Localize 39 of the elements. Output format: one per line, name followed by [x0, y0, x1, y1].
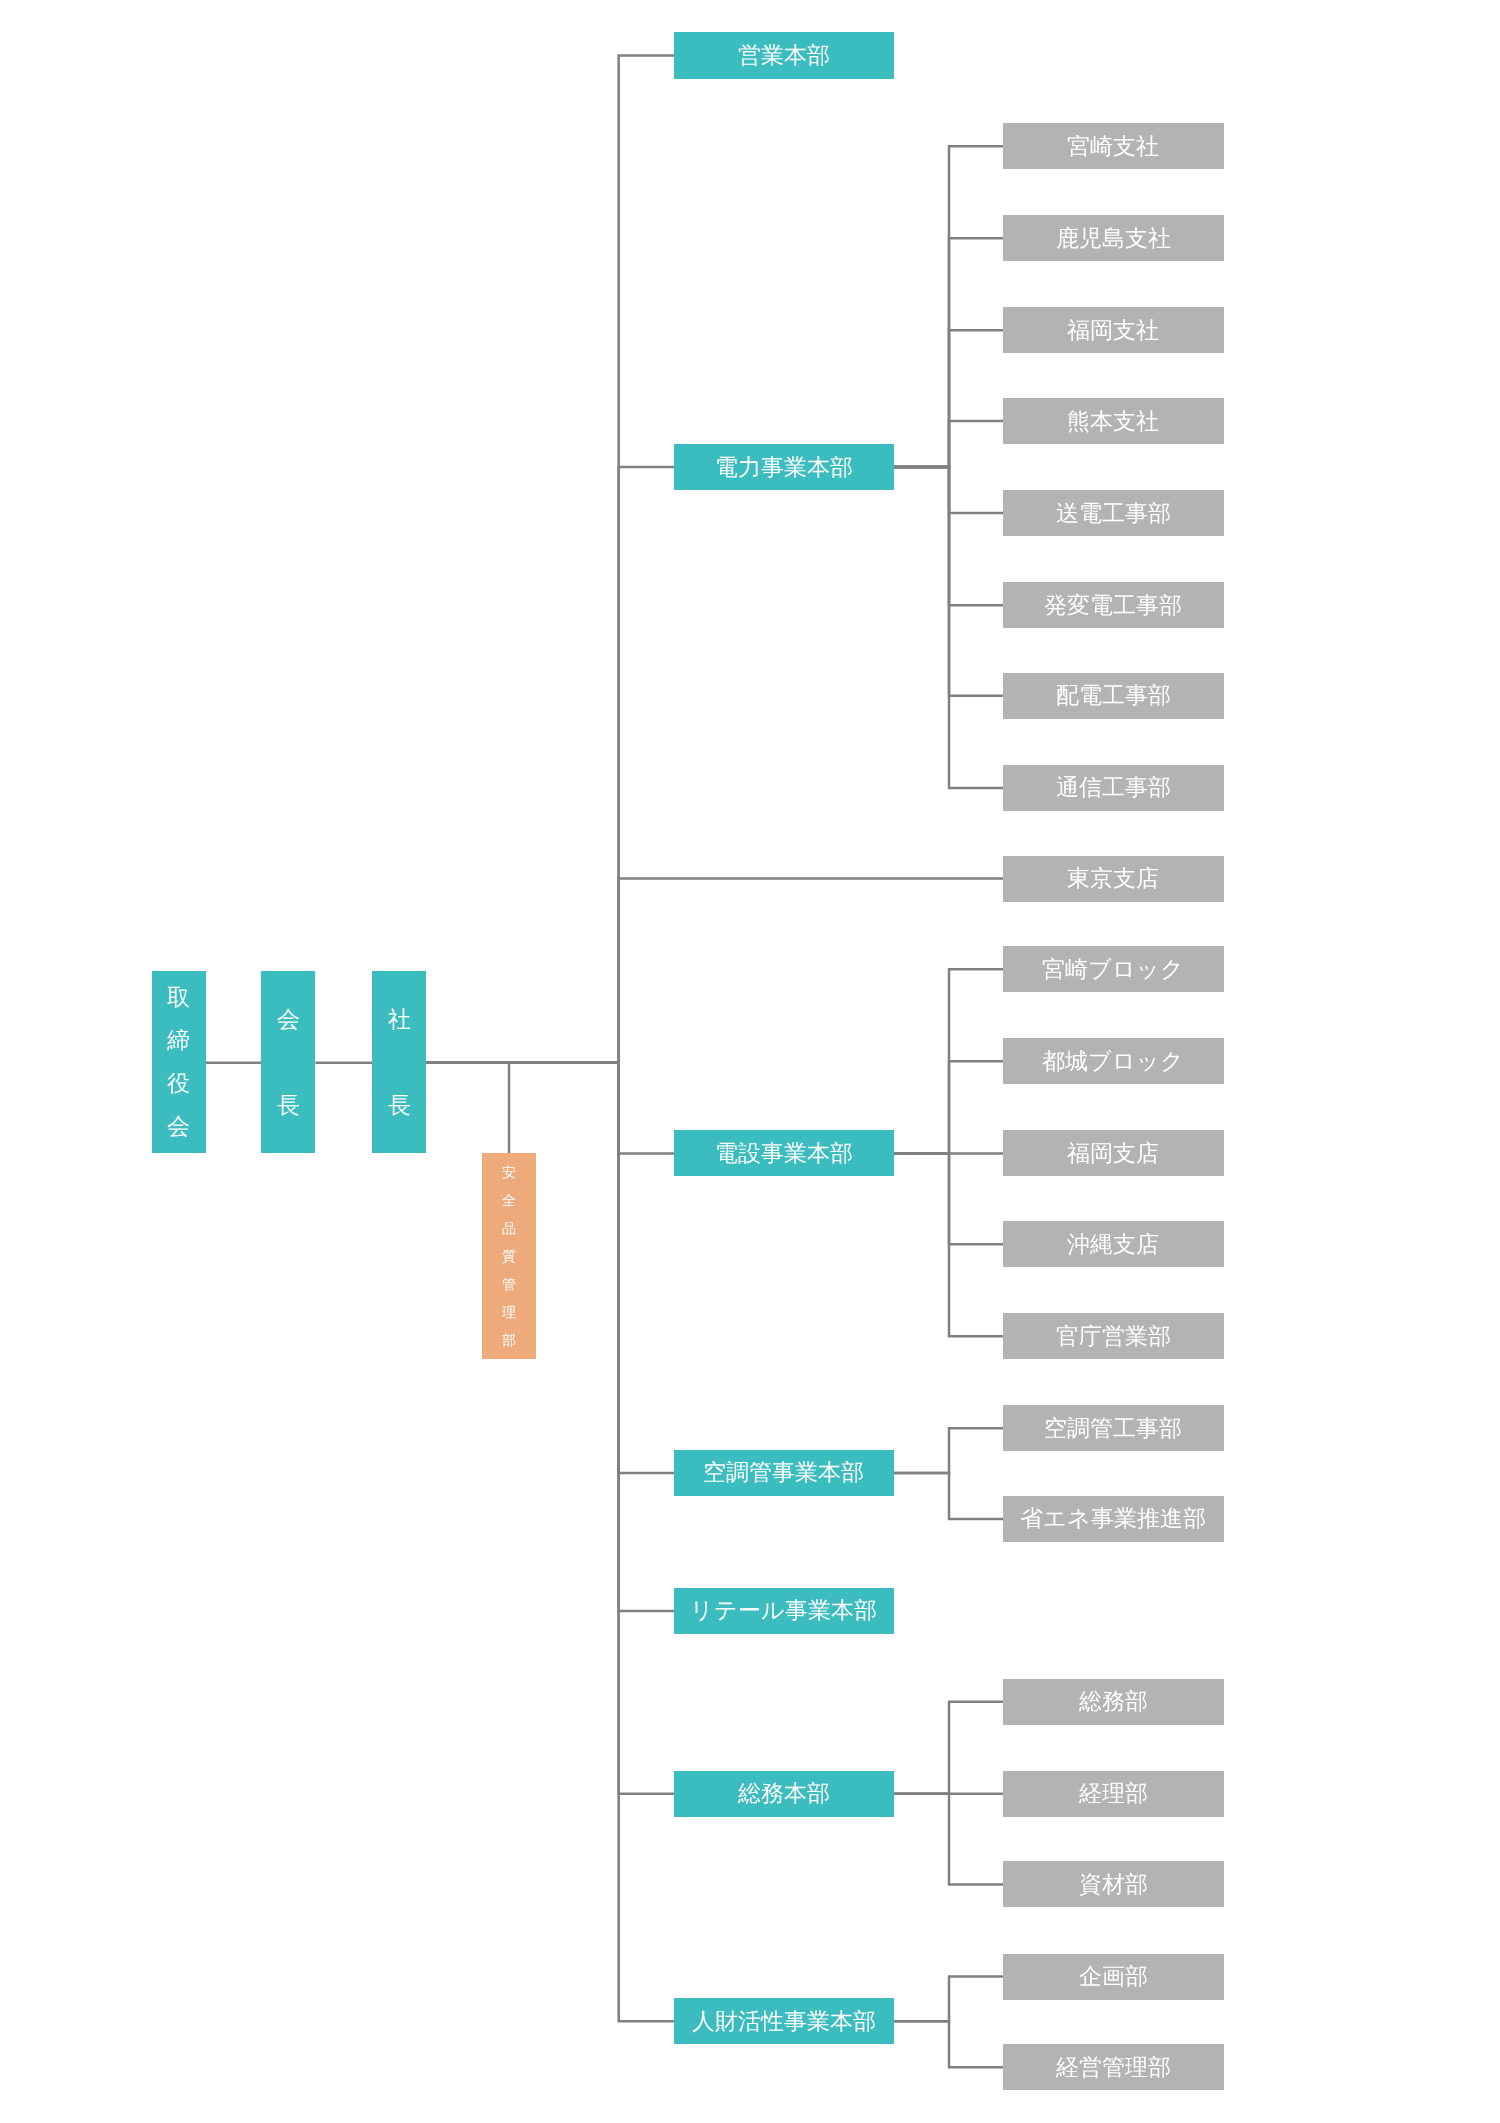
- section-box: 空調管工事部: [1003, 1405, 1224, 1452]
- connector-line: [893, 1792, 1004, 1886]
- section-box: 鹿児島支社: [1003, 215, 1224, 262]
- department-box: 営業本部: [674, 32, 894, 79]
- section-box: 通信工事部: [1003, 764, 1224, 811]
- connector-line: [893, 2019, 1004, 2069]
- connector-line: [315, 1061, 373, 1064]
- section-box: 発変電工事部: [1003, 582, 1224, 629]
- department-box: 人財活性事業本部: [674, 1998, 894, 2045]
- section-box: 熊本支社: [1003, 398, 1224, 444]
- section-box: 都城ブロック: [1003, 1038, 1224, 1085]
- section-box: 省エネ事業推進部: [1003, 1495, 1224, 1542]
- section-box: 企画部: [1003, 1953, 1224, 2000]
- connector-line: [893, 1152, 1004, 1338]
- section-box: 官庁営業部: [1003, 1313, 1224, 1360]
- executive-box: 会長: [261, 970, 316, 1154]
- section-box: 経営管理部: [1003, 2044, 1224, 2091]
- connector-line: [893, 1471, 1004, 1521]
- section-box: 総務部: [1003, 1678, 1224, 1725]
- department-box: 電設事業本部: [674, 1130, 894, 1177]
- department-box: 総務本部: [674, 1770, 894, 1817]
- section-box: 経理部: [1003, 1770, 1224, 1817]
- executive-box: 社長: [372, 970, 427, 1154]
- section-box: 福岡支店: [1003, 1130, 1224, 1177]
- section-box: 宮崎ブロック: [1003, 946, 1224, 993]
- section-box: 資材部: [1003, 1861, 1224, 1908]
- section-box: 宮崎支社: [1003, 123, 1224, 170]
- quality-dept-box: 安全品質管理部: [481, 1153, 537, 1360]
- section-box: 沖縄支店: [1003, 1221, 1224, 1268]
- section-box: 配電工事部: [1003, 672, 1224, 719]
- connector-line: [205, 1061, 262, 1064]
- section-box: 送電工事部: [1003, 490, 1224, 537]
- department-box: 電力事業本部: [674, 444, 894, 491]
- section-box: 東京支店: [1003, 855, 1224, 902]
- board-box: 取締役会: [151, 970, 206, 1154]
- connector-line: [893, 465, 1004, 790]
- department-box: 空調管事業本部: [674, 1449, 894, 1496]
- department-box: リテール事業本部: [674, 1588, 894, 1634]
- section-box: 福岡支社: [1003, 307, 1224, 354]
